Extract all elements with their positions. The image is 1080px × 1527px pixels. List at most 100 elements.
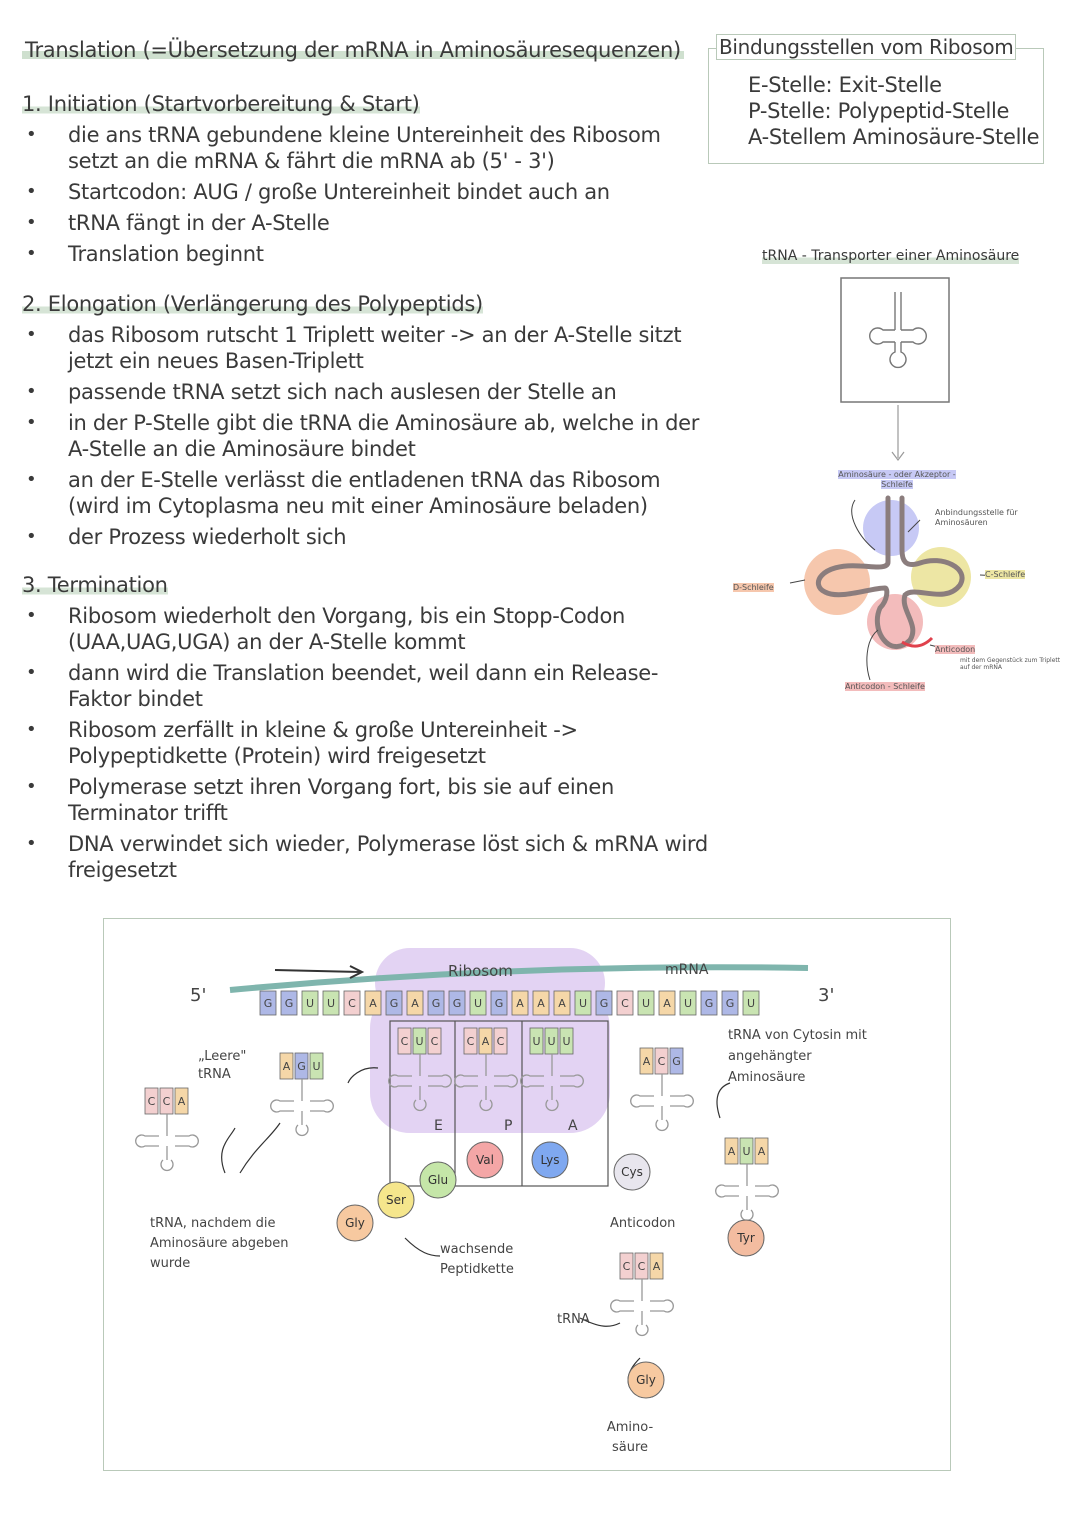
page-title: Translation (=Übersetzung der mRNA in Am… xyxy=(22,38,684,62)
arrow-icon xyxy=(404,1237,441,1257)
amino-acid-cys: Cys xyxy=(613,1153,651,1191)
binding-site-label: Anbindungsstelle für Aminosäuren xyxy=(935,508,1018,527)
amino-acid-lys: Lys xyxy=(531,1141,569,1179)
mrna-base: A xyxy=(364,990,382,1016)
translation-figure xyxy=(103,918,951,1471)
svg-text:A: A xyxy=(178,1095,186,1108)
ribosome-label: Ribosom xyxy=(448,962,513,980)
amino-acid-glu: Glu xyxy=(419,1161,457,1199)
svg-text:A: A xyxy=(369,997,377,1010)
mrna-base: U xyxy=(742,990,760,1016)
svg-text:A: A xyxy=(558,997,566,1010)
amino-acid-label: Glu xyxy=(428,1173,448,1187)
empty-trna-label: „Leere" tRNA xyxy=(198,1049,247,1082)
anticodon-base: A xyxy=(754,1137,769,1165)
mrna-label: mRNA xyxy=(665,962,709,978)
mrna-base: U xyxy=(301,990,319,1016)
svg-text:G: G xyxy=(390,997,399,1010)
svg-text:U: U xyxy=(562,1035,570,1048)
binding-sites-list: E-Stelle: Exit-Stelle P-Stelle: Polypept… xyxy=(748,72,1040,150)
anticodon-mark xyxy=(901,636,934,648)
section-heading-termination: 3. Termination xyxy=(22,573,168,597)
section-heading-elongation: 2. Elongation (Verlängerung des Polypept… xyxy=(22,292,483,316)
site-e-label: E xyxy=(434,1118,443,1134)
svg-text:U: U xyxy=(474,997,482,1010)
pointer-line xyxy=(907,519,921,533)
ribosome-small-subunit xyxy=(370,988,610,1133)
mrna-base: C xyxy=(616,990,634,1016)
c-loop-label: C-Schleife xyxy=(985,570,1026,579)
svg-text:G: G xyxy=(726,997,735,1010)
anticodon-base: C xyxy=(634,1252,649,1280)
anticodon-base: U xyxy=(412,1027,427,1055)
anticodon-note: mit dem Gegenstück zum Triplett auf der … xyxy=(960,657,1061,671)
anticodon-base: C xyxy=(427,1027,442,1055)
elongation-list: das Ribosom rutscht 1 Triplett weiter ->… xyxy=(22,322,712,555)
list-item: Translation beginnt xyxy=(22,241,712,267)
list-item: dann wird die Translation beendet, weil … xyxy=(22,660,712,712)
section-heading-initiation: 1. Initiation (Startvorbereitung & Start… xyxy=(22,92,420,116)
svg-text:C: C xyxy=(638,1260,646,1273)
svg-text:C: C xyxy=(431,1035,439,1048)
anticodon-base: U xyxy=(544,1027,559,1055)
svg-text:U: U xyxy=(747,997,755,1010)
pointer-line xyxy=(789,579,806,584)
svg-text:A: A xyxy=(643,1055,651,1068)
mrna-base: U xyxy=(574,990,592,1016)
anticodon-base: G xyxy=(669,1047,684,1075)
pointer-line xyxy=(866,629,879,681)
svg-text:A: A xyxy=(283,1060,291,1073)
svg-text:C: C xyxy=(497,1035,505,1048)
svg-text:G: G xyxy=(453,997,462,1010)
svg-text:G: G xyxy=(705,997,714,1010)
anticodon-base: A xyxy=(649,1252,664,1280)
anticodon-base: G xyxy=(294,1052,309,1080)
trna-stem xyxy=(630,1074,694,1132)
amino-acid-label: Gly xyxy=(345,1216,365,1230)
amino-acid-label: Lys xyxy=(541,1153,560,1167)
mrna-base: G xyxy=(385,990,403,1016)
pointer-line xyxy=(851,499,876,551)
anticodon-base: C xyxy=(397,1027,412,1055)
arrow-icon xyxy=(716,1082,731,1119)
arrow-down-icon xyxy=(891,405,905,461)
mrna-base: G xyxy=(427,990,445,1016)
direction-arrow-icon xyxy=(274,965,365,979)
trna-stem xyxy=(610,1279,674,1337)
binding-sites-title: Bindungsstellen vom Ribosom xyxy=(716,34,1017,60)
mrna-base: G xyxy=(490,990,508,1016)
initiation-list: die ans tRNA gebundene kleine Untereinhe… xyxy=(22,122,712,272)
site-p-label: P xyxy=(504,1118,513,1134)
anticodon-base: C xyxy=(654,1047,669,1075)
list-item: Polymerase setzt ihren Vorgang fort, bis… xyxy=(22,774,712,826)
mrna-base: G xyxy=(259,990,277,1016)
amino-acid-gly: Gly xyxy=(336,1204,374,1242)
mrna-base: C xyxy=(343,990,361,1016)
anticodon-base: A xyxy=(478,1027,493,1055)
mrna-strand xyxy=(229,964,809,993)
mrna-base: A xyxy=(406,990,424,1016)
cytosin-trna-label: tRNA von Cytosin mit angehängter Aminosä… xyxy=(728,1028,867,1085)
amino-label: Amino- säure xyxy=(606,1420,654,1455)
amino-acid-label: Val xyxy=(476,1153,494,1167)
binding-site-p: P-Stelle: Polypeptid-Stelle xyxy=(748,99,1010,123)
trna-stem xyxy=(270,1079,334,1137)
trna-diagram xyxy=(789,277,1011,681)
list-item: die ans tRNA gebundene kleine Untereinhe… xyxy=(22,122,712,174)
list-item: an der E-Stelle verlässt die entladenen … xyxy=(22,467,712,519)
svg-text:G: G xyxy=(297,1060,306,1073)
svg-text:A: A xyxy=(411,997,419,1010)
trna-after-label: tRNA, nachdem die Aminosäure abgeben wur… xyxy=(150,1216,289,1271)
trna-figure-label: tRNA xyxy=(557,1312,590,1327)
arrow-icon xyxy=(221,1122,281,1174)
anticodon-base: C xyxy=(493,1027,508,1055)
list-item: das Ribosom rutscht 1 Triplett weiter ->… xyxy=(22,322,712,374)
svg-text:G: G xyxy=(672,1055,681,1068)
svg-text:A: A xyxy=(537,997,545,1010)
